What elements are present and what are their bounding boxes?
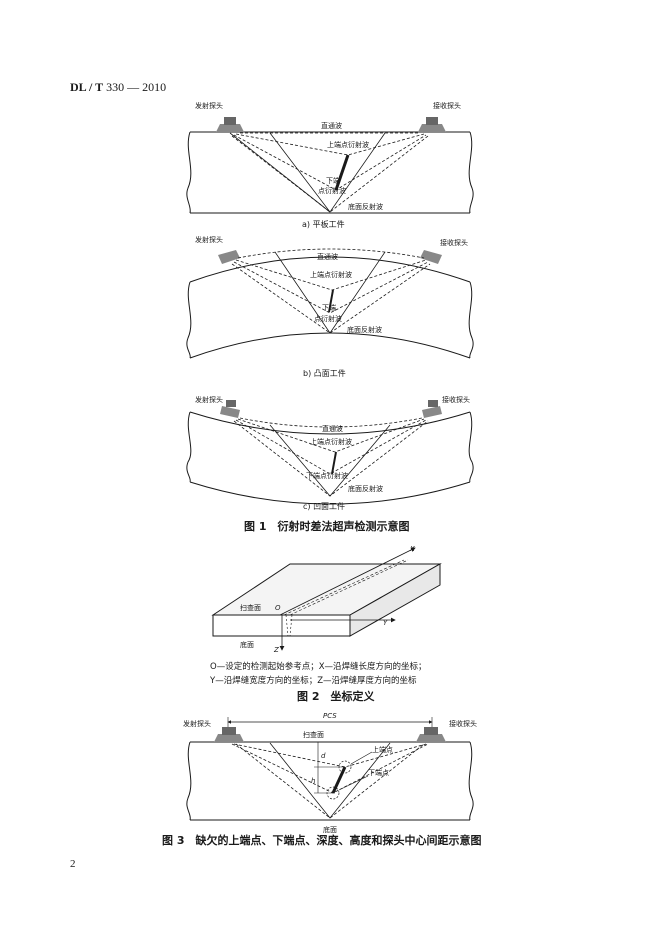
receive-probe-label: 接收探头 <box>449 719 477 728</box>
defect-icon <box>328 289 334 313</box>
transmit-probe-label: 发射探头 <box>195 235 223 244</box>
lateral-wave-label: 直通波 <box>321 121 342 130</box>
scan-surface-label: 扫查面 <box>240 603 261 612</box>
subfigure-a-label: a) 平板工件 <box>302 219 345 229</box>
figure-1c-concave: 发射探头 接收探头 直通波 上端点衍射波 下端点衍射波 底面反射波 c) 凹面工… <box>186 395 474 511</box>
subfigure-b-label: b) 凸面工件 <box>303 368 346 378</box>
figure-1-caption: 图 1 衍射时差法超声检测示意图 <box>244 519 409 533</box>
receive-probe-icon <box>422 400 442 418</box>
defect-icon <box>331 451 337 475</box>
figure-2-legend-line-1: O—设定的检测起始参考点；X—沿焊缝长度方向的坐标； <box>210 661 427 672</box>
receive-probe-icon <box>416 727 446 742</box>
figure-3-defect-geometry: PCS d h 上端点 下端点 扫查面 底面 发射探头 接收探头 <box>183 712 477 834</box>
figure-3-caption: 图 3 缺欠的上端点、下端点、深度、高度和探头中心间距示意图 <box>162 833 481 847</box>
upper-tip-wave-label: 上端点衍射波 <box>310 437 352 446</box>
scan-surface-label: 扫查面 <box>303 730 324 739</box>
lateral-wave-label: 直通波 <box>322 424 343 433</box>
back-wall-wave-label: 底面反射波 <box>348 484 383 493</box>
transmit-probe-icon <box>220 400 240 418</box>
bottom-surface-label: 底面 <box>240 640 254 649</box>
transmit-probe-label: 发射探头 <box>183 719 211 728</box>
page-number: 2 <box>70 858 76 870</box>
axis-z-label: Z <box>273 646 279 654</box>
back-wall-wave-label: 底面反射波 <box>348 202 383 211</box>
lower-tip-wave-label-2: 点衍射波 <box>314 314 342 323</box>
bottom-surface-label: 底面 <box>323 825 337 834</box>
receive-probe-icon <box>418 117 446 132</box>
upper-tip-wave-label: 上端点衍射波 <box>310 270 352 279</box>
back-wall-wave-label: 底面反射波 <box>347 325 382 334</box>
receive-probe-label: 接收探头 <box>442 395 470 404</box>
transmit-probe-label: 发射探头 <box>195 395 223 404</box>
axis-y-label: Y <box>383 619 388 627</box>
standard-code: DL / T <box>70 80 104 94</box>
axis-o-label: O <box>275 604 281 612</box>
lower-tip-wave-label: 下端点衍射波 <box>306 471 348 480</box>
receive-probe-label: 接收探头 <box>440 238 468 247</box>
lower-tip-wave-label-1: 下端 <box>326 176 340 185</box>
lower-tip-wave-label-1: 下端 <box>322 303 336 312</box>
figure-2-coordinates: O X Y Z 扫查面 底面 O—设定的检测起始参考点；X—沿焊缝长度方向的坐标… <box>209 545 442 686</box>
pcs-label: PCS <box>323 712 337 720</box>
figure-2-legend-line-2: Y—沿焊缝宽度方向的坐标；Z—沿焊缝厚度方向的坐标 <box>209 675 417 686</box>
transmit-probe-icon <box>216 117 244 132</box>
lower-tip-wave-label-2: 点衍射波 <box>318 186 346 195</box>
figure-1b-convex: 发射探头 接收探头 直通波 上端点衍射波 下端 点衍射波 底面反射波 b) 凸面… <box>186 235 474 378</box>
lateral-wave-label: 直通波 <box>317 252 338 261</box>
lower-tip-label: 下端点 <box>368 768 389 777</box>
page-header: DL / T 330 — 2010 <box>70 80 166 95</box>
upper-tip-label: 上端点 <box>372 745 393 754</box>
defect-icon <box>331 766 347 794</box>
transmit-probe-icon <box>218 250 240 264</box>
transmit-probe-icon <box>214 727 244 742</box>
figure-2-caption: 图 2 坐标定义 <box>297 689 375 703</box>
standard-year: 330 — 2010 <box>103 80 167 94</box>
transmit-probe-label: 发射探头 <box>195 101 223 110</box>
height-h-label: h <box>311 777 315 785</box>
depth-d-label: d <box>321 752 326 760</box>
receive-probe-icon <box>420 250 442 264</box>
figure-1a-flat-plate: 发射探头 接收探头 直通波 上端点衍射波 下端 点衍射波 底面反射波 a) 平板… <box>186 101 474 229</box>
subfigure-c-label: c) 凹面工件 <box>303 501 345 511</box>
upper-tip-wave-label: 上端点衍射波 <box>327 140 369 149</box>
receive-probe-label: 接收探头 <box>433 101 461 110</box>
axis-x-label: X <box>409 545 415 553</box>
defect-icon <box>334 154 350 191</box>
